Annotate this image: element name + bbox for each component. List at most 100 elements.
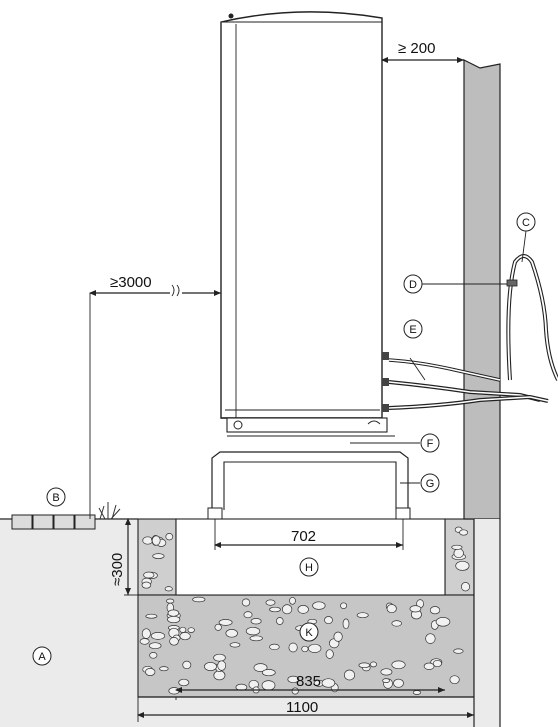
- callout-b: B: [46, 487, 66, 507]
- pebble: [301, 645, 309, 653]
- front-clearance-label: ≥3000: [110, 274, 152, 291]
- pebble: [325, 649, 334, 659]
- building-wall: [463, 59, 501, 727]
- pebble: [261, 680, 276, 691]
- dimension-pit-width: 1100: [137, 697, 475, 722]
- pebble: [265, 599, 276, 606]
- pebble: [380, 668, 393, 676]
- pebble: [253, 663, 268, 672]
- pebble: [261, 669, 276, 677]
- pebble: [204, 662, 217, 671]
- pebble: [391, 620, 402, 627]
- pebble: [289, 596, 296, 605]
- pebble: [187, 627, 195, 633]
- pebble: [245, 626, 261, 636]
- pebble: [164, 586, 173, 592]
- pebble: [461, 582, 470, 592]
- pebble: [167, 615, 181, 624]
- pebble: [356, 612, 369, 619]
- pebble: [229, 642, 241, 648]
- svg-text:A: A: [38, 651, 46, 663]
- depth-label: ≈300: [109, 553, 126, 586]
- pebble: [235, 683, 248, 691]
- pebble: [382, 678, 390, 683]
- pebble: [308, 643, 322, 653]
- callout-c: C: [516, 212, 536, 263]
- refrigerant-lines: [382, 352, 549, 412]
- pebble: [358, 662, 371, 669]
- heat-pump-unit: [220, 11, 383, 419]
- pebble: [343, 669, 356, 681]
- callout-g: G: [400, 473, 440, 493]
- pebble: [432, 659, 442, 668]
- pebble: [455, 560, 470, 571]
- callout-k: K: [299, 622, 319, 642]
- pebble: [312, 601, 326, 610]
- pebble: [459, 529, 469, 536]
- pebble: [141, 581, 152, 589]
- pebble: [143, 571, 155, 579]
- cable-loop: [506, 254, 558, 381]
- pebble: [393, 678, 404, 688]
- pebble: [145, 613, 158, 619]
- pebble: [151, 535, 161, 546]
- pebble: [178, 678, 190, 687]
- callout-d: D: [403, 274, 507, 294]
- svg-text:D: D: [409, 279, 417, 291]
- pebble: [449, 675, 460, 685]
- pebble: [182, 660, 192, 670]
- pebble: [269, 606, 281, 613]
- pebble: [249, 635, 263, 642]
- pebble: [386, 604, 397, 614]
- pebble: [342, 618, 350, 630]
- pebble: [409, 605, 422, 613]
- pebble: [166, 598, 175, 604]
- svg-text:G: G: [426, 478, 435, 490]
- support-frame: [207, 451, 411, 520]
- pebble: [213, 653, 226, 662]
- pebble: [152, 553, 165, 559]
- pebble: [276, 617, 284, 625]
- pebble: [192, 596, 206, 603]
- pebble: [429, 606, 441, 615]
- svg-text:H: H: [305, 562, 313, 574]
- callout-f: F: [350, 433, 440, 453]
- pebble: [435, 617, 451, 627]
- pebble: [214, 623, 222, 631]
- pebble: [451, 544, 463, 550]
- pebble: [145, 668, 156, 676]
- pebble: [217, 660, 227, 671]
- pebble: [425, 633, 436, 644]
- svg-text:C: C: [522, 217, 530, 229]
- pebble: [340, 602, 348, 609]
- pebble: [168, 687, 180, 695]
- callout-a: A: [32, 646, 52, 666]
- svg-text:F: F: [427, 438, 434, 450]
- pebble: [148, 642, 162, 650]
- pebble: [370, 661, 377, 668]
- pebble: [324, 616, 333, 625]
- pebble: [179, 632, 191, 641]
- callout-h: H: [299, 557, 319, 577]
- pebble: [243, 611, 253, 619]
- base-width-label: 702: [291, 528, 316, 545]
- pebble: [412, 690, 421, 695]
- dimension-base-width: 702: [214, 519, 404, 550]
- pebble: [269, 643, 280, 651]
- gravel-pebbles: [139, 526, 470, 695]
- pebble: [453, 648, 464, 654]
- pebble: [281, 604, 293, 615]
- base-plate: [226, 417, 395, 437]
- pebble: [218, 619, 233, 626]
- dimension-front-clearance: ≥3000: [89, 274, 221, 519]
- pebble: [453, 548, 464, 559]
- pebble: [179, 626, 187, 633]
- pebble: [321, 678, 336, 688]
- pebble: [167, 609, 180, 617]
- grass-tuft: [98, 502, 121, 520]
- pebble: [391, 660, 406, 670]
- dimension-depth: ≈300: [109, 518, 138, 596]
- svg-text:B: B: [52, 492, 59, 504]
- pebble: [149, 652, 158, 659]
- pebble: [169, 637, 179, 646]
